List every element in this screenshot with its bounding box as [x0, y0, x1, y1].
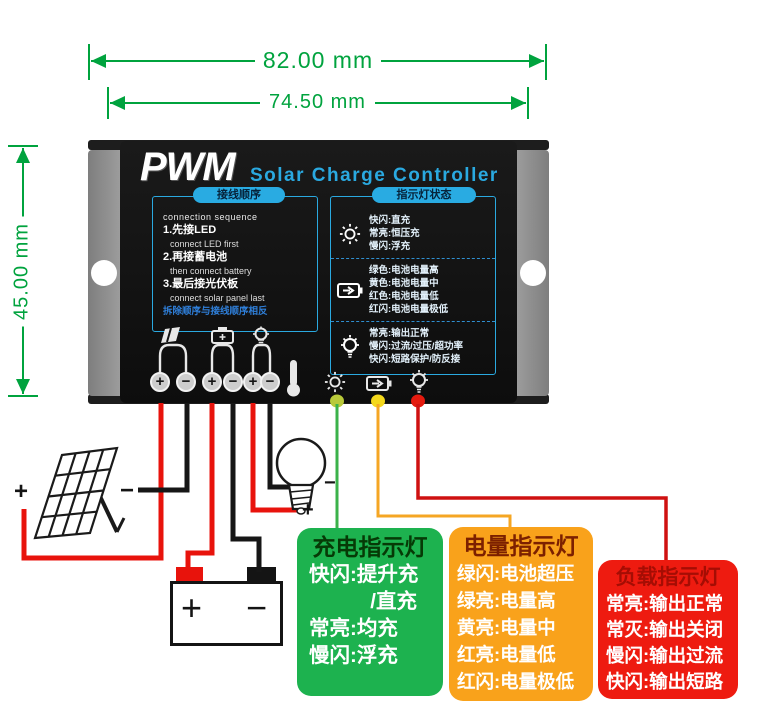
wiring-sequence-panel: connection sequence 1.先接LED connect LED … — [152, 196, 318, 332]
capacity-legend-line: 绿闪:电池超压 — [457, 563, 575, 584]
battery-status-line: 红闪:电池电量极低 — [369, 304, 449, 315]
load-legend-line: 常亮:输出正常 — [606, 593, 724, 614]
solar-plus-mark: + — [14, 478, 29, 505]
terminal-battery-plus: + — [202, 372, 222, 392]
mount-hole-right — [520, 260, 546, 286]
load-legend-line: 常灭:输出关闭 — [606, 619, 724, 640]
battery-terminal-negative — [247, 567, 276, 581]
charge-status-line: 慢闪:浮充 — [369, 241, 411, 252]
charge-status-line: 常亮:恒压充 — [369, 228, 420, 239]
battery-status-line: 红色:电池电量低 — [369, 291, 439, 302]
load-led-status-section: 常亮:输出正常 慢闪:过流/过压/超功率 快闪:短路保护/防反接 — [331, 321, 495, 371]
step-2-en: then connect battery — [170, 266, 252, 276]
load-indicator-legend: 负载指示灯 常亮:输出正常 常灭:输出关闭 慢闪:输出过流 快闪:输出短路 — [598, 560, 738, 699]
controller-body: PWM Solar Charge Controller connection s… — [120, 141, 517, 403]
battery-led-icon — [366, 373, 392, 393]
capacity-legend-line: 黄亮:电量中 — [457, 617, 556, 638]
charge-led-status-section: 快闪:直充 常亮:恒压充 慢闪:浮充 — [331, 209, 495, 258]
dimension-outer-width-label: 82.00 mm — [255, 46, 381, 74]
step-3-zh: 3.最后接光伏板 — [163, 278, 239, 290]
load-status-line: 快闪:短路保护/防反接 — [369, 354, 461, 365]
load-legend-title: 负载指示灯 — [615, 566, 721, 589]
charge-legend-line: /直充 — [370, 590, 417, 613]
battery-status-line: 绿色:电池电量高 — [369, 265, 439, 276]
wiring-panel-header: 接线顺序 — [193, 187, 285, 203]
wire-battery-plus — [185, 403, 215, 572]
load-status-line: 慢闪:过流/过压/超功率 — [369, 341, 463, 352]
wire-load-plus — [250, 403, 300, 513]
bulb-minus-mark: − — [324, 472, 336, 494]
terminal-load-minus: − — [260, 372, 280, 392]
terminal-battery-minus: − — [223, 372, 243, 392]
leader-capacity-legend — [376, 404, 512, 528]
bulb-icon — [336, 334, 364, 360]
bulb-plus-mark: + — [302, 499, 314, 521]
charge-legend-line: 常亮:均充 — [309, 617, 398, 640]
product-title: Solar Charge Controller — [250, 165, 499, 186]
charge-legend-line: 慢闪:浮充 — [309, 644, 398, 667]
charge-legend-title: 充电指示灯 — [312, 534, 428, 560]
status-panel-header: 指示灯状态 — [372, 187, 476, 203]
capacity-indicator-legend: 电量指示灯 绿闪:电池超压 绿亮:电量高 黄亮:电量中 红亮:电量低 红闪:电量… — [449, 527, 593, 701]
step-1-en: connect LED first — [170, 239, 239, 249]
battery-graphic — [170, 581, 283, 646]
wire-battery-minus — [230, 403, 262, 572]
terminal-solar-minus: − — [176, 372, 196, 392]
battery-status-line: 黄色:电池电量中 — [369, 278, 439, 289]
load-legend-line: 慢闪:输出过流 — [606, 645, 724, 666]
terminal-solar-plus: + — [150, 372, 170, 392]
wire-solar-plus — [21, 403, 164, 561]
step-2-zh: 2.再接蓄电池 — [163, 251, 228, 263]
indicator-status-panel: 快闪:直充 常亮:恒压充 慢闪:浮充 绿色:电池电量高 — [330, 196, 496, 375]
charge-legend-line: 快闪:提升充 — [309, 563, 419, 586]
dimension-height-label: 45.00 mm — [9, 216, 35, 327]
capacity-legend-line: 红闪:电量极低 — [457, 671, 575, 692]
mount-hole-left — [91, 260, 117, 286]
charge-indicator-legend: 充电指示灯 快闪:提升充 /直充 常亮:均充 慢闪:浮充 — [297, 528, 443, 696]
load-legend-line: 快闪:输出短路 — [606, 671, 724, 692]
capacity-legend-line: 红亮:电量低 — [457, 644, 556, 665]
capacity-legend-title: 电量指示灯 — [463, 533, 579, 559]
sequence-en-label: connection sequence — [163, 212, 258, 222]
battery-minus-mark: − — [246, 587, 268, 628]
battery-terminal-positive — [176, 567, 203, 581]
removal-note: 拆除顺序与接线顺序相反 — [163, 306, 268, 317]
battery-icon — [336, 280, 364, 300]
brand-logo: PWM — [140, 145, 236, 189]
step-3-en: connect solar panel last — [170, 293, 265, 303]
step-1-zh: 1.先接LED — [163, 224, 217, 236]
battery-plus-mark: + — [181, 587, 203, 628]
wire-solar-minus — [138, 403, 190, 493]
capacity-legend-line: 绿亮:电量高 — [457, 590, 556, 611]
wire-load-minus — [267, 403, 294, 490]
charge-status-line: 快闪:直充 — [369, 215, 411, 226]
load-led-bulb-icon — [407, 369, 431, 395]
charge-led-sun-icon — [324, 371, 346, 393]
sun-icon — [336, 223, 364, 245]
battery-led-status-section: 绿色:电池电量高 黄色:电池电量中 红色:电池电量低 红闪:电池电量极低 — [331, 258, 495, 321]
solar-panel-graphic — [33, 446, 126, 540]
load-status-line: 常亮:输出正常 — [369, 328, 430, 339]
dimension-inner-width-label: 74.50 mm — [260, 90, 375, 115]
bulb-graphic — [275, 437, 327, 515]
solar-minus-mark: − — [120, 477, 135, 504]
